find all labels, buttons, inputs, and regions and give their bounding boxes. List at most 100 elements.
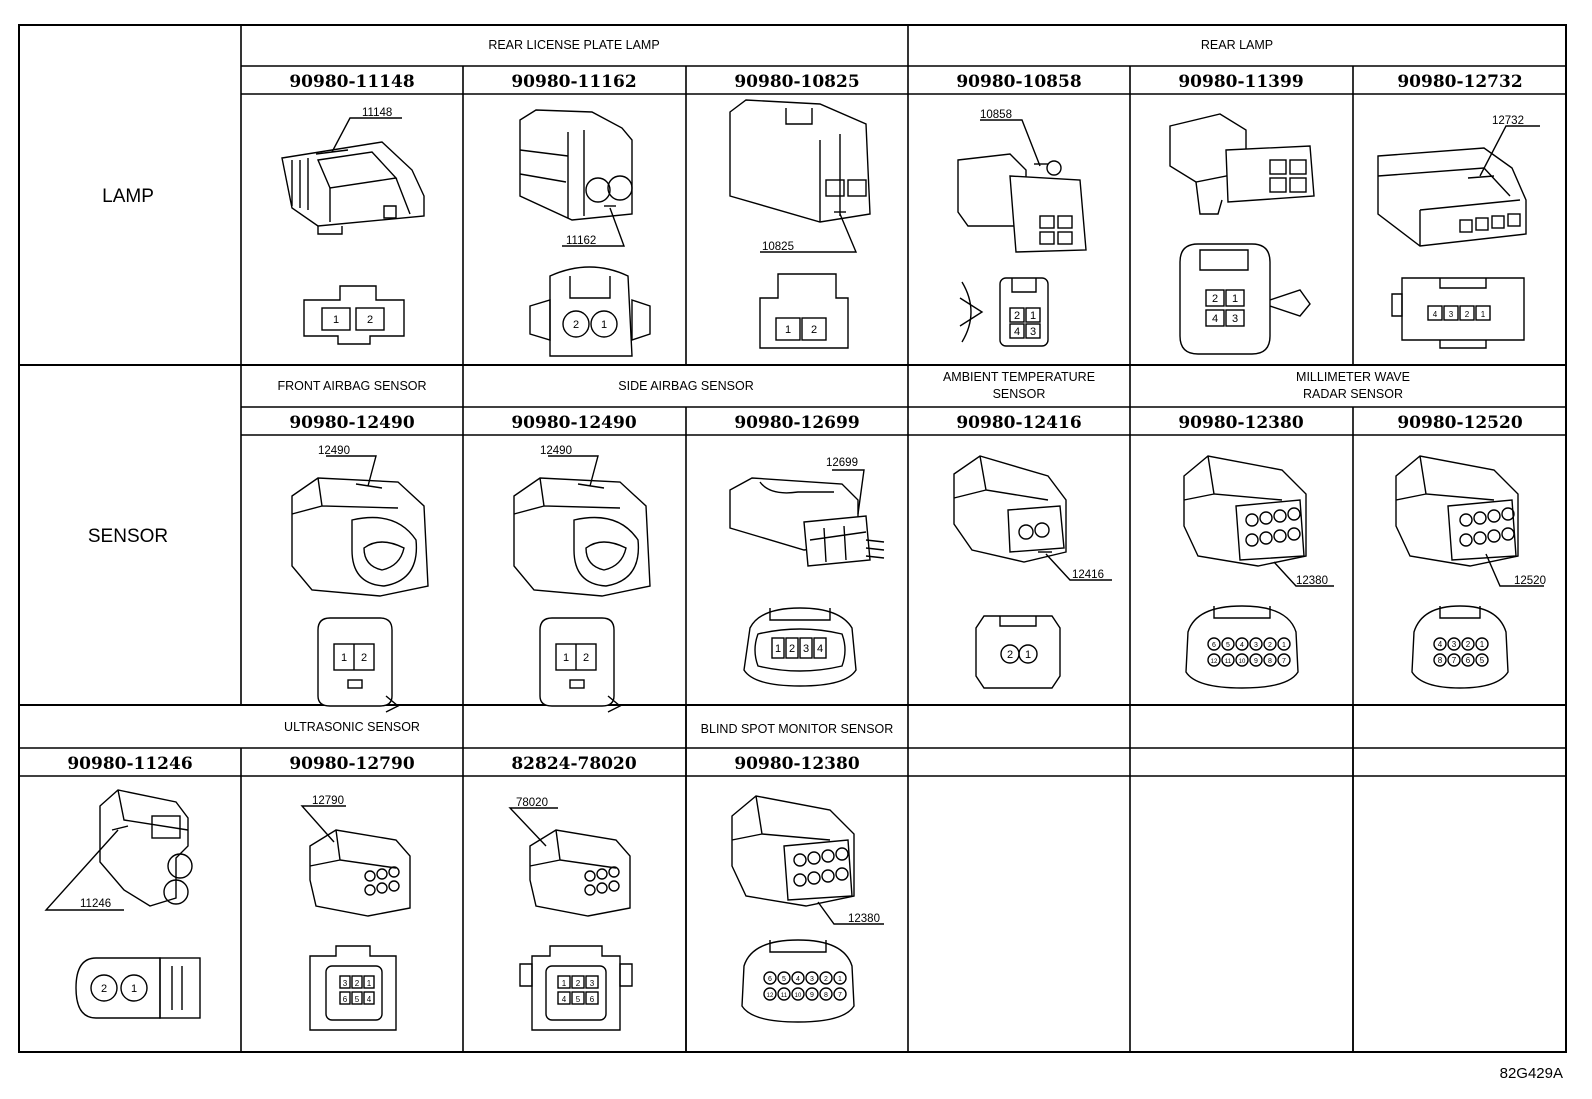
pin-label: 5 — [782, 976, 786, 983]
pin-label: 1 — [563, 652, 569, 664]
pin-label: 8 — [824, 992, 828, 999]
pin-label: 3 — [1254, 642, 1258, 649]
group-header-millimeter-wave-radar-sensor-line2: RADAR SENSOR — [1303, 387, 1403, 401]
connector-tag: 10858 — [980, 109, 1012, 121]
group-header-blind-spot-monitor-sensor: BLIND SPOT MONITOR SENSOR — [701, 722, 894, 736]
part-number: 90980-12380 — [1178, 413, 1304, 433]
connector-drawing: 2 1 4 3 — [1169, 113, 1315, 355]
pin-label: 5 — [355, 995, 360, 1004]
connector-drawing: 12732 4 3 2 1 — [1377, 115, 1540, 349]
pin-label: 3 — [343, 979, 348, 988]
part-number: 90980-12380 — [734, 754, 860, 774]
pin-label: 9 — [1254, 658, 1258, 665]
pin-label: 1 — [1282, 642, 1286, 649]
part-number: 90980-11148 — [289, 72, 414, 92]
connector-drawing: 12699 1 2 3 4 — [729, 457, 885, 687]
pin-label: 3 — [1452, 640, 1457, 649]
pin-label: 1 — [1481, 310, 1486, 319]
part-number: 90980-12790 — [289, 754, 415, 774]
connector-tag: 11162 — [566, 235, 596, 247]
connector-tag: 10825 — [762, 241, 794, 253]
part-number: 82824-78020 — [511, 754, 637, 774]
pin-label: 1 — [1232, 293, 1238, 305]
pin-label: 3 — [803, 643, 809, 655]
pin-label: 2 — [1212, 293, 1218, 305]
connector-drawing: 12790 3 2 1 6 5 4 — [300, 795, 411, 1031]
connector-tag: 12732 — [1492, 115, 1524, 127]
connector-tag: 12380 — [848, 913, 880, 925]
part-number: 90980-10825 — [734, 72, 859, 92]
pin-label: 9 — [810, 992, 814, 999]
connector-drawing: 11162 2 1 — [519, 109, 651, 357]
pin-label: 6 — [1212, 642, 1216, 649]
pin-label: 12 — [1211, 659, 1218, 665]
pin-label: 1 — [1480, 640, 1485, 649]
pin-label: 2 — [101, 983, 107, 995]
pin-label: 4 — [817, 643, 823, 655]
part-numbers: 90980-11148 90980-11162 90980-10825 9098… — [67, 72, 1523, 774]
group-header-millimeter-wave-radar-sensor: MILLIMETER WAVE — [1296, 370, 1410, 384]
pin-label: 1 — [838, 976, 842, 983]
pin-label: 4 — [796, 976, 800, 983]
part-number: 90980-12699 — [734, 413, 859, 433]
pin-label: 1 — [562, 979, 567, 988]
connector-tag: 11246 — [80, 898, 111, 910]
connector-drawing: 12490 1 2 — [291, 445, 429, 713]
connector-tag: 12380 — [1296, 575, 1328, 587]
pin-label: 1 — [1030, 310, 1036, 322]
pin-label: 11 — [1225, 659, 1232, 665]
pin-label: 2 — [824, 976, 828, 983]
pin-label: 6 — [343, 995, 348, 1004]
part-number: 90980-11246 — [67, 754, 192, 774]
pin-label: 5 — [1226, 642, 1230, 649]
group-header-rear-lamp: REAR LAMP — [1201, 38, 1273, 52]
connector-drawing: 11148 1 2 — [281, 107, 425, 345]
pin-label: 2 — [1466, 640, 1471, 649]
pin-label: 2 — [361, 652, 367, 664]
connector-tag: 11148 — [362, 107, 392, 119]
pin-label: 8 — [1268, 658, 1272, 665]
pin-label: 2 — [355, 979, 360, 988]
group-header-rear-license-plate-lamp: REAR LICENSE PLATE LAMP — [488, 38, 659, 52]
pin-label: 3 — [810, 976, 814, 983]
part-number: 90980-10858 — [956, 72, 1081, 92]
pin-label: 4 — [367, 995, 372, 1004]
pin-label: 2 — [573, 319, 579, 331]
part-number: 90980-11399 — [1178, 72, 1303, 92]
pin-label: 4 — [1240, 642, 1244, 649]
pin-label: 2 — [1268, 642, 1272, 649]
pin-label: 2 — [1007, 649, 1013, 661]
part-number: 90980-12520 — [1397, 413, 1523, 433]
pin-label: 3 — [1449, 310, 1454, 319]
connector-tag: 12490 — [318, 445, 350, 457]
group-header-ambient-temperature-sensor-line2: SENSOR — [993, 387, 1046, 401]
pin-label: 7 — [1452, 656, 1457, 665]
part-number: 90980-12416 — [956, 413, 1081, 433]
row-label-lamp: LAMP — [102, 186, 154, 207]
connector-tag: 78020 — [516, 797, 548, 809]
pin-label: 2 — [1465, 310, 1470, 319]
pin-label: 4 — [1212, 313, 1218, 325]
part-number: 90980-12732 — [1397, 72, 1522, 92]
pin-label: 4 — [1438, 640, 1443, 649]
connector-drawing: 10858 2 1 4 3 — [957, 109, 1087, 347]
pin-label: 10 — [1239, 659, 1246, 665]
figure-reference: 82G429A — [1500, 1065, 1563, 1082]
pin-label: 3 — [1232, 313, 1238, 325]
connector-tag: 12416 — [1072, 569, 1104, 581]
connector-tag: 12790 — [312, 795, 344, 807]
pin-label: 3 — [1030, 326, 1036, 338]
connector-drawing: 12380 6 5 4 3 2 1 12 11 10 9 8 7 — [1183, 455, 1334, 689]
pin-label: 4 — [562, 995, 567, 1004]
part-number: 90980-11162 — [511, 72, 636, 92]
connector-tag: 12520 — [1514, 575, 1546, 587]
pin-label: 8 — [1438, 656, 1443, 665]
part-number: 90980-12490 — [289, 413, 415, 433]
part-number: 90980-12490 — [511, 413, 637, 433]
group-header-ambient-temperature-sensor: AMBIENT TEMPERATURE — [943, 370, 1095, 384]
pin-label: 2 — [1014, 310, 1020, 322]
row-label-sensor: SENSOR — [88, 526, 168, 547]
group-header-front-airbag-sensor: FRONT AIRBAG SENSOR — [277, 379, 426, 393]
pin-label: 5 — [576, 995, 581, 1004]
